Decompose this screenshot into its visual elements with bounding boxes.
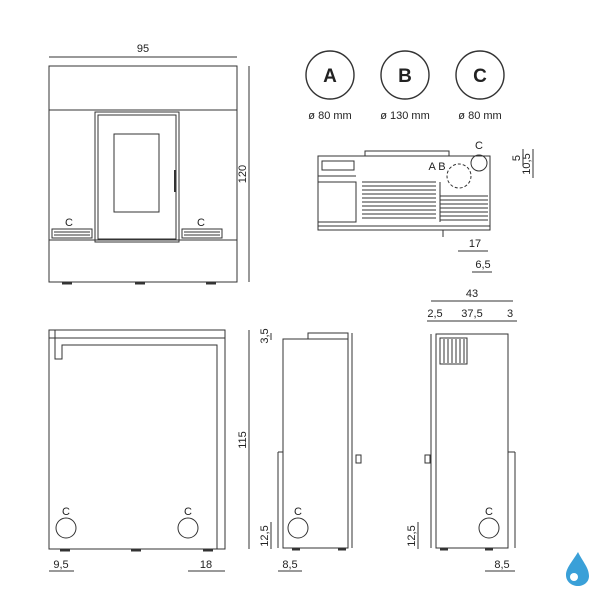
top-dim-5-label: 5 [511,155,523,161]
front-door [94,111,180,243]
front-c-right-label: C [197,217,205,229]
side2-total-depth-label: 43 [466,288,478,300]
side2-bottom-height-label: 12,5 [406,525,418,546]
rear-c-left-label: C [62,506,70,518]
front-grille-right [181,228,223,239]
front-width-label: 95 [137,43,149,55]
flame-drop-icon [566,552,589,586]
top-view [317,149,534,273]
front-grille-left [51,228,93,239]
top-cover [364,150,450,157]
side2-depth-label: 8,5 [494,559,509,571]
side2-depth-mid-label: 37,5 [461,308,482,320]
rear-right-offset-label: 18 [200,559,212,571]
outlet-c-circle [455,50,505,100]
outlet-c-position [470,154,488,172]
rear-inner-panel [54,330,218,549]
outlet-c-letter: C [473,66,487,87]
outlet-a-letter: A [323,66,337,87]
side-view-2 [417,300,517,572]
rear-left-offset-label: 9,5 [53,559,68,571]
outlet-ab-position [446,163,472,189]
side1-top-offset-label: 3,5 [259,328,271,343]
side1-knob [355,454,362,464]
side-view-1 [270,332,362,572]
outlet-b-circle [380,50,430,100]
top-base [317,225,491,231]
side1-depth-label: 8,5 [282,559,297,571]
side2-grille [443,339,465,363]
side1-top-cover [307,332,349,340]
outlet-b-letter: B [398,66,412,87]
outlet-b-diameter: ø 130 mm [380,110,430,122]
outlet-c-diameter: ø 80 mm [458,110,501,122]
side2-depth-right-label: 3 [507,308,513,320]
side2-outlet [478,517,500,539]
top-dim-65-label: 6,5 [475,259,490,271]
top-display [321,160,355,171]
rear-outlet-right [177,517,199,539]
rear-body-outline [48,329,226,550]
outlet-a-circle [305,50,355,100]
side2-grille-box [439,337,468,365]
front-c-left-label: C [65,217,73,229]
top-ab-label: A B [428,161,445,173]
rear-c-right-label: C [184,506,192,518]
top-dim-105-label: 10,5 [521,153,533,174]
rear-height-label: 115 [237,431,249,449]
front-glass [113,133,160,213]
side2-c-label: C [485,506,493,518]
rear-view [48,329,250,572]
top-grille [362,181,488,222]
front-view [48,56,250,285]
side1-outlet [287,517,309,539]
rear-outlet-left [55,517,77,539]
top-c-label: C [475,140,483,152]
side2-depth-left-label: 2,5 [427,308,442,320]
top-side-box [317,181,357,223]
side2-body [435,333,509,549]
side1-c-label: C [294,506,302,518]
side1-bottom-height-label: 12,5 [259,525,271,546]
side2-knob [424,454,431,464]
outlet-a-diameter: ø 80 mm [308,110,351,122]
side1-body [282,338,349,549]
front-height-label: 120 [237,165,249,183]
top-dim-17-label: 17 [469,238,481,250]
front-body-outline [48,65,238,283]
